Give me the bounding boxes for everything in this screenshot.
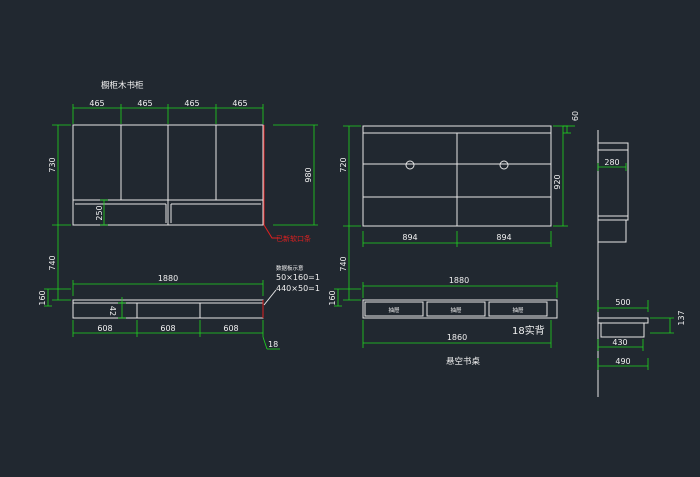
- dim-label: 18: [268, 340, 278, 349]
- dim-label: 720: [339, 157, 348, 172]
- dim-bottom-608: 608 608 608: [72, 320, 264, 337]
- dim-label: 465: [232, 99, 247, 108]
- desk-upper-unit: [362, 125, 552, 227]
- dim-label: 608: [223, 324, 238, 333]
- section-upper: [597, 142, 629, 243]
- dim-label: 608: [160, 324, 175, 333]
- board-note-title: 数据板示意: [276, 264, 304, 272]
- left-elevation: 橱柜木书柜 465 465 465 465: [38, 80, 320, 350]
- dim-label: 60: [571, 111, 580, 121]
- cable-hole: [499, 160, 509, 170]
- dim-280: 280: [597, 158, 627, 171]
- dim-740-mid: 740: [339, 226, 361, 301]
- dim-label: 137: [677, 310, 686, 325]
- dim-label: 1860: [447, 333, 467, 342]
- cable-hole: [405, 160, 415, 170]
- dim-label: 280: [604, 158, 619, 167]
- lower-drawer-unit: [72, 299, 264, 319]
- dim-top-465: 465 465 465 465: [72, 99, 264, 124]
- dim-1860: 1860: [362, 320, 552, 348]
- dim-730: 730: [48, 124, 71, 226]
- dim-160-mid: 160: [328, 288, 361, 307]
- dim-label: 894: [402, 233, 417, 242]
- dim-137: 137: [650, 310, 686, 334]
- dim-label: 465: [184, 99, 199, 108]
- red-note: 已新软口条: [263, 224, 311, 243]
- dim-500: 500: [597, 298, 649, 312]
- right-section: 60 280 500 137: [563, 111, 686, 397]
- cabinet-title: 橱柜木书柜: [101, 80, 144, 91]
- desk-title: 悬空书桌: [446, 356, 481, 367]
- dim-label: 608: [97, 324, 112, 333]
- section-desk: [597, 317, 649, 338]
- dim-740: 740: [48, 225, 71, 301]
- solid-back-note: 18实背: [512, 324, 545, 337]
- dim-label: 42: [108, 306, 117, 316]
- drawer-label: 抽屉: [512, 306, 524, 314]
- desk-drawer-unit: 抽屉 抽屉 抽屉: [362, 299, 558, 319]
- dim-label: 430: [612, 338, 627, 347]
- drawer-label: 抽屉: [450, 306, 462, 314]
- dim-894: 894 894: [362, 231, 552, 247]
- dim-label: 894: [496, 233, 511, 242]
- dim-label: 730: [48, 157, 57, 172]
- dim-label: 980: [304, 167, 313, 182]
- red-note-text: 已新软口条: [276, 234, 311, 243]
- upper-cabinet: [72, 124, 265, 226]
- dim-label: 465: [137, 99, 152, 108]
- dim-920: 920: [553, 125, 568, 227]
- dim-18: 18: [262, 336, 280, 350]
- dim-430: 430: [597, 338, 644, 351]
- dim-label: 250: [95, 205, 104, 220]
- dim-label: 465: [89, 99, 104, 108]
- drawer-label: 抽屉: [388, 306, 400, 314]
- dim-42: 42: [108, 297, 126, 319]
- dim-label: 160: [328, 290, 337, 305]
- dim-160: 160: [38, 288, 71, 307]
- middle-elevation: 720 920 894 894 740 16: [328, 125, 568, 367]
- dim-label: 500: [615, 298, 630, 307]
- dim-490: 490: [597, 357, 649, 370]
- drawer: [488, 301, 548, 317]
- dim-1880-left: 1880: [72, 274, 264, 296]
- dim-250: 250: [95, 199, 108, 226]
- board-note-line1: 50×160=1: [276, 273, 320, 282]
- dim-label: 160: [38, 290, 47, 305]
- dim-720: 720: [339, 125, 361, 227]
- dim-1880-mid: 1880: [362, 276, 558, 298]
- dim-980: 980: [273, 124, 318, 226]
- dim-label: 740: [339, 256, 348, 271]
- board-note-line2: 440×50=1: [276, 284, 320, 293]
- dim-label: 490: [615, 357, 630, 366]
- dim-label: 740: [48, 255, 57, 270]
- drawer: [426, 301, 486, 317]
- dim-60: 60: [563, 111, 580, 134]
- dim-label: 1880: [158, 274, 178, 283]
- dim-label: 1880: [449, 276, 469, 285]
- board-note: 数据板示意 50×160=1 440×50=1: [263, 264, 320, 306]
- drawer: [364, 301, 424, 317]
- dim-label: 920: [553, 174, 562, 189]
